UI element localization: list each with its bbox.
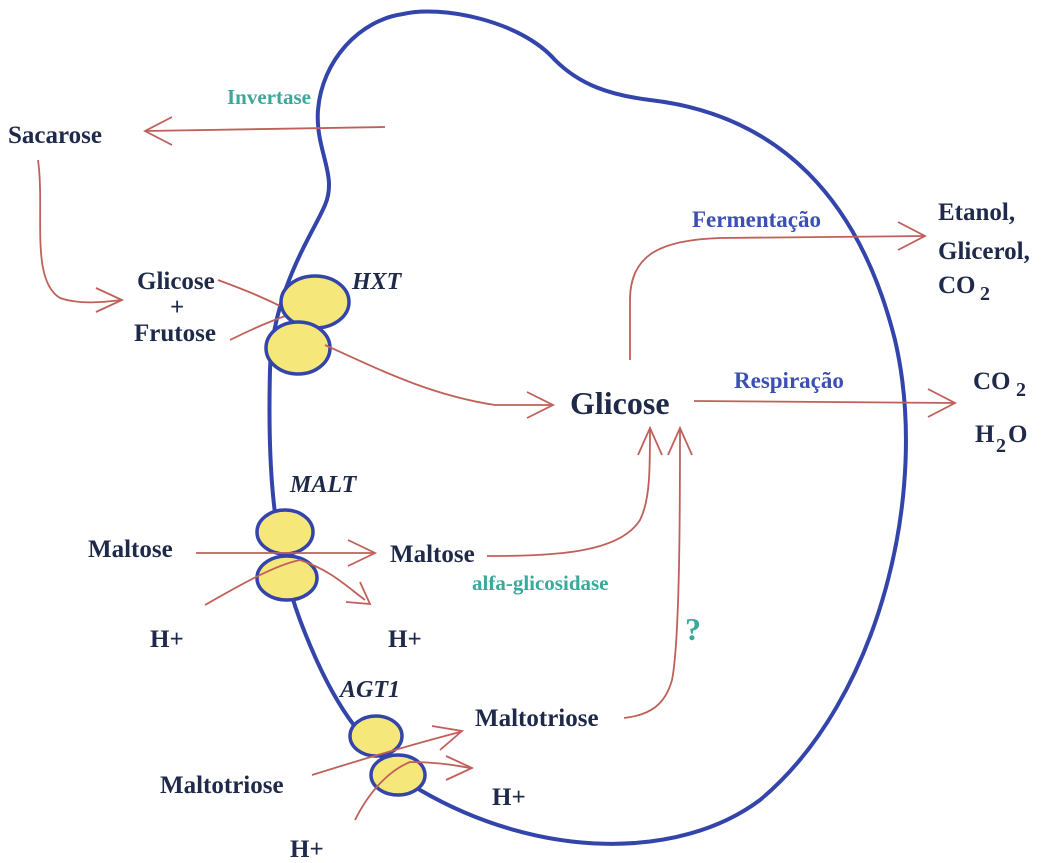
hxt-transporter-top bbox=[281, 276, 349, 328]
invertase-label: Invertase bbox=[227, 85, 311, 109]
hxt-to-glicose-arrow bbox=[325, 345, 553, 405]
sacarose-label: Sacarose bbox=[8, 122, 102, 149]
maltose-outside-label: Maltose bbox=[88, 536, 173, 563]
glicerol-label: Glicerol, bbox=[938, 238, 1030, 265]
maltotriose-inside-label: Maltotriose bbox=[475, 705, 599, 732]
glicose-frutose-label-2: Frutose bbox=[134, 320, 216, 347]
malt-proton-arrowhead bbox=[346, 582, 370, 604]
invertase-arrow bbox=[145, 127, 385, 131]
maltotriose-outside-label: Maltotriose bbox=[160, 772, 284, 799]
maltotriose-to-glicose-arrow bbox=[624, 428, 680, 718]
h2o-label: H bbox=[975, 421, 995, 448]
maltose-inside-label: Maltose bbox=[390, 541, 475, 568]
hexose-to-hxt-arrow-1 bbox=[218, 280, 288, 310]
sacarose-to-hexoses-arrow bbox=[38, 160, 122, 302]
hxt-label: HXT bbox=[351, 269, 403, 295]
glicose-frutose-plus: + bbox=[170, 294, 184, 321]
co2-right-subscript: 2 bbox=[1016, 379, 1026, 401]
fermentacao-label: Fermentação bbox=[692, 207, 821, 232]
h-plus-agt1-inside: H+ bbox=[492, 784, 526, 811]
agt1-transporter-bottom bbox=[371, 755, 425, 795]
co2-top-label: CO bbox=[938, 272, 976, 299]
alfa-glicosidase-label: alfa-glicosidase bbox=[472, 571, 609, 595]
respiracao-arrow bbox=[694, 401, 955, 403]
respiracao-label: Respiração bbox=[734, 368, 844, 393]
malt-label: MALT bbox=[289, 472, 358, 498]
glicose-center-label: Glicose bbox=[570, 385, 670, 421]
hxt-transporter-bottom bbox=[266, 322, 330, 374]
co2-right-label: CO bbox=[973, 368, 1011, 395]
h2o-label-o: O bbox=[1008, 421, 1027, 448]
glicose-frutose-label-1: Glicose bbox=[137, 268, 215, 295]
co2-top-subscript: 2 bbox=[980, 283, 990, 305]
h-plus-malt-inside: H+ bbox=[388, 626, 422, 653]
h2o-subscript: 2 bbox=[996, 435, 1006, 457]
maltose-to-glicose-arrow bbox=[487, 428, 650, 556]
etanol-label: Etanol, bbox=[938, 199, 1015, 226]
agt1-label: AGT1 bbox=[338, 677, 400, 703]
h-plus-malt-outside: H+ bbox=[150, 626, 184, 653]
malt-transporter-top bbox=[257, 510, 313, 554]
h-plus-agt1-outside: H+ bbox=[290, 836, 324, 863]
question-mark: ? bbox=[685, 611, 701, 647]
